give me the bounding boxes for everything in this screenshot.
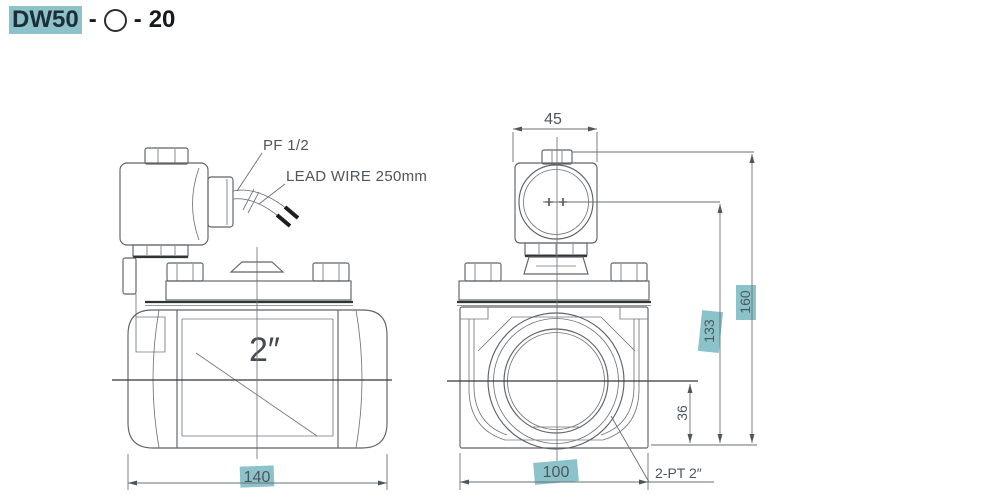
- callout-pilot-port: PF 1/2: [236, 137, 309, 192]
- bonnet-bolt: [166, 262, 204, 282]
- dimension-body-width-100: 100: [459, 453, 649, 490]
- callout-ports: 2-PT 2″: [610, 415, 714, 483]
- bonnet-side: [145, 261, 353, 306]
- lead-wires: [232, 188, 300, 228]
- bonnet-bolt: [312, 262, 350, 282]
- valve-body-side: 2″: [127, 309, 388, 449]
- separator: -: [133, 6, 142, 33]
- bore-size-label: 2″: [249, 331, 280, 369]
- cable-gland-connector: [207, 176, 234, 228]
- coil-body: [514, 162, 598, 244]
- dimension-coil-width-45: 45: [512, 111, 598, 162]
- dimension-body-width-140: 140: [127, 454, 388, 490]
- part-number-title: DW50 - - 20: [9, 6, 175, 34]
- bonnet-neck: [523, 242, 589, 275]
- model-code: DW50: [9, 6, 82, 34]
- dim-45: 45: [544, 111, 562, 128]
- dimension-overall-height-160: 160: [736, 154, 756, 443]
- front-view: 45: [447, 111, 757, 490]
- port-size-code: 20: [148, 6, 176, 33]
- option-circle: [103, 8, 127, 32]
- bonnet-front: [457, 262, 651, 306]
- dimension-center-height-133: 133: [697, 204, 724, 443]
- lead-wire-label: LEAD WIRE 250mm: [286, 168, 427, 185]
- ports-label: 2-PT 2″: [655, 465, 702, 481]
- solenoid-coil-side: [119, 147, 234, 246]
- bonnet-bolt: [464, 262, 502, 282]
- side-view: PF 1/2 LEAD WIRE 250mm: [112, 137, 427, 490]
- coil-top-nut: [144, 147, 189, 165]
- dim-140: 140: [244, 469, 271, 486]
- armature-flange: [122, 244, 189, 353]
- dim-36: 36: [674, 405, 690, 421]
- callout-lead-wire: LEAD WIRE 250mm: [258, 168, 427, 205]
- dim-133: 133: [701, 319, 717, 343]
- seat-diagonal-line: [195, 352, 318, 437]
- pilot-port-label: PF 1/2: [263, 137, 309, 154]
- bonnet-bolt: [610, 262, 648, 282]
- mounting-bracket: [122, 257, 137, 295]
- dimension-center-to-base-36: 36: [674, 384, 693, 443]
- dim-100: 100: [543, 464, 570, 481]
- separator: -: [88, 6, 97, 33]
- coil-body: [119, 162, 209, 246]
- dim-160: 160: [737, 290, 753, 314]
- solenoid-coil-front: [514, 149, 598, 244]
- valve-body-front: [459, 306, 649, 450]
